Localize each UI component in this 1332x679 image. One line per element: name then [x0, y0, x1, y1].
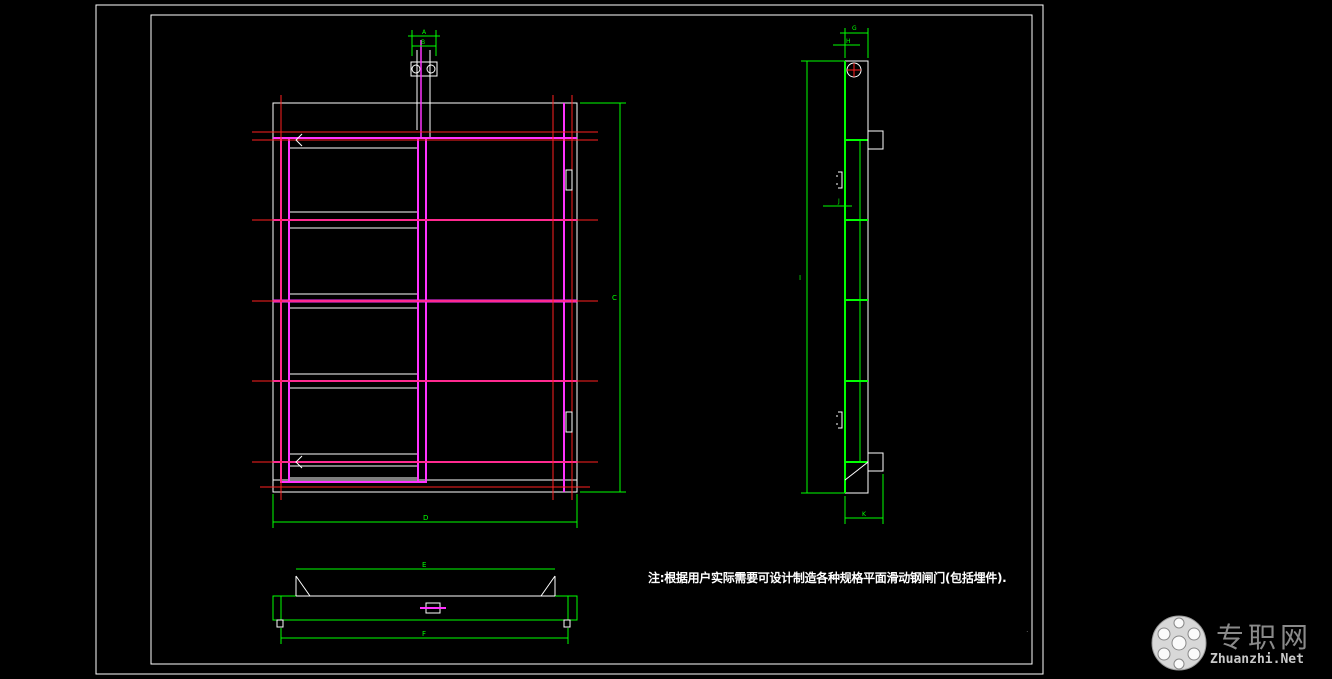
- dim-k-label: K: [862, 511, 867, 518]
- outer-border: [95, 4, 1044, 675]
- dim-i-label: I: [799, 274, 801, 282]
- dim-b-label: B: [421, 39, 425, 46]
- dim-h-label: H: [846, 38, 851, 45]
- watermark-cn: 专职网: [1216, 621, 1313, 654]
- dim-e-label: E: [422, 561, 426, 569]
- inner-border: [150, 14, 1033, 665]
- drawing-note: 注:根据用户实际需要可设计制造各种规格平面滑动钢闸门(包括埋件).: [648, 571, 1007, 585]
- front-view: [252, 30, 626, 528]
- dim-d-label: D: [423, 514, 428, 522]
- watermark-en: Zhuanzhi.Net: [1210, 652, 1304, 667]
- dim-c-label: C: [612, 294, 617, 302]
- dim-g-label: G: [852, 25, 857, 32]
- side-view: [801, 28, 884, 524]
- corner-mark: .: [1026, 625, 1029, 634]
- dim-a-label: A: [422, 29, 427, 36]
- watermark: 专职网 Zhuanzhi.Net: [1150, 612, 1326, 674]
- plan-view: [272, 568, 578, 644]
- dim-j-label: J: [837, 198, 840, 205]
- dim-f-label: F: [422, 630, 426, 638]
- watermark-logo-icon: [1151, 615, 1207, 671]
